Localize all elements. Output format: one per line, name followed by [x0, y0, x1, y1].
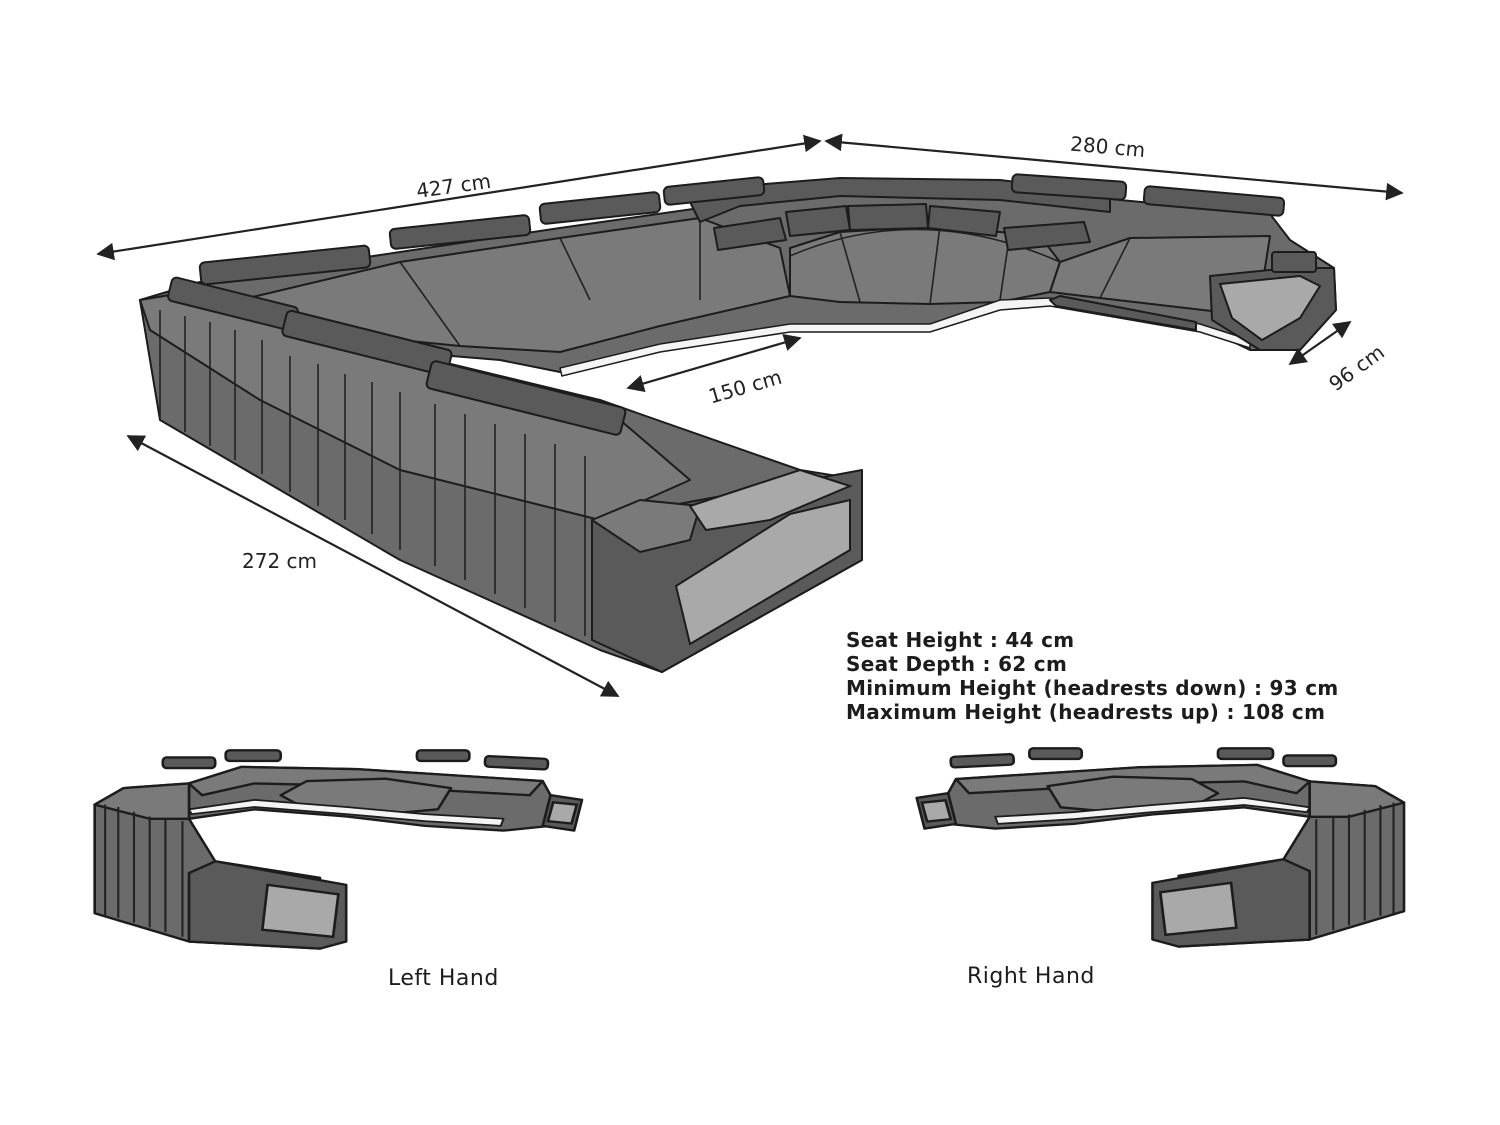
dim-label-chaise-width: 96 cm	[1324, 340, 1389, 396]
spec-seat-depth: Seat Depth : 62 cm	[846, 652, 1068, 676]
left-hand-sofa-illustration	[93, 749, 584, 950]
dimension-lines	[96, 133, 1404, 697]
main-sofa-illustration	[139, 173, 1337, 673]
right-hand-label: Right Hand	[967, 964, 1095, 989]
spec-seat-height: Seat Height : 44 cm	[846, 628, 1075, 652]
specifications: Seat Height : 44 cm Seat Depth : 62 cm M…	[846, 628, 1339, 724]
dim-label-left-depth: 272 cm	[242, 549, 317, 573]
spec-maximum-height: Maximum Height (headrests up) : 108 cm	[846, 700, 1326, 724]
dim-label-right-width: 280 cm	[1069, 132, 1146, 162]
dim-label-inner-depth: 150 cm	[706, 365, 785, 409]
right-hand-sofa-illustration	[915, 747, 1406, 948]
spec-minimum-height: Minimum Height (headrests down) : 93 cm	[846, 676, 1339, 700]
dim-label-total-width: 427 cm	[415, 169, 493, 203]
left-hand-label: Left Hand	[388, 966, 499, 991]
